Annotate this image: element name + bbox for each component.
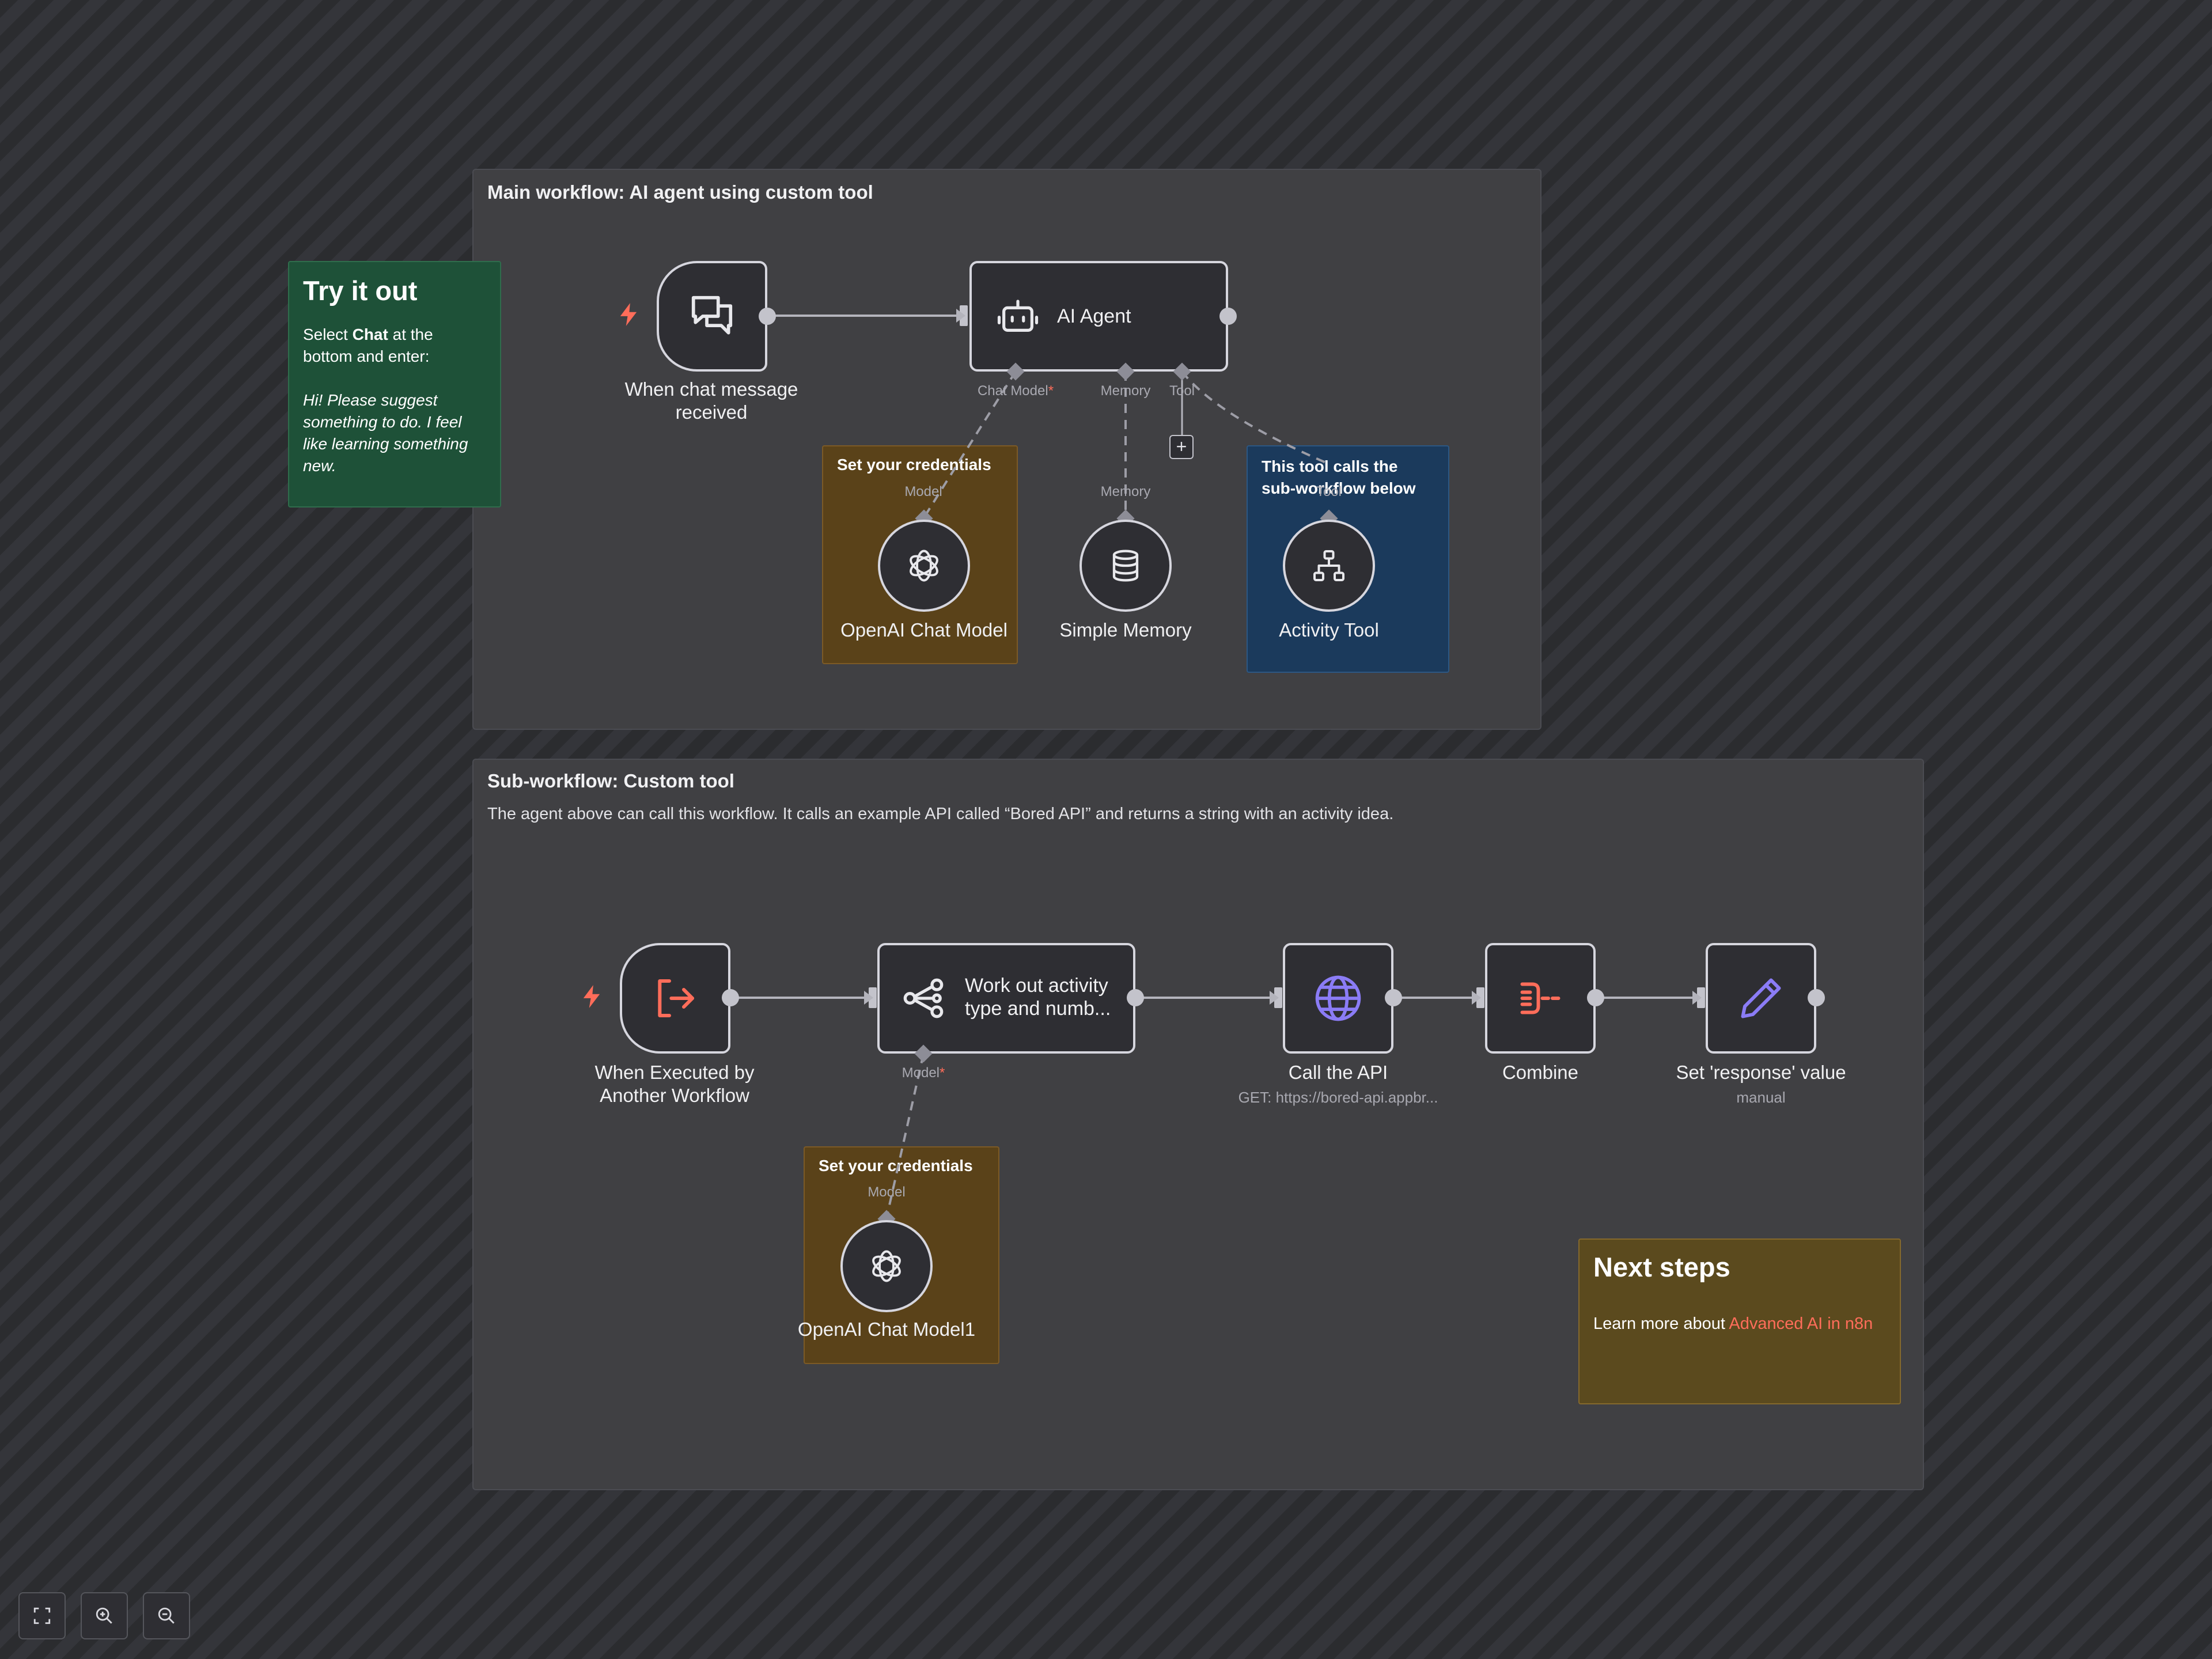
work-out-activity-node[interactable]: Work out activity type and numb... bbox=[877, 943, 1135, 1054]
note-text-prefix: Learn more about bbox=[1593, 1315, 1729, 1333]
share-nodes-icon bbox=[895, 945, 952, 1051]
pen-icon bbox=[1708, 945, 1814, 1051]
output-handle[interactable] bbox=[1385, 989, 1402, 1006]
openai-icon bbox=[843, 1222, 930, 1310]
node-subtitle: GET: https://bored-api.appbr... bbox=[1238, 1089, 1438, 1106]
node-label: Call the API bbox=[1288, 1062, 1388, 1083]
try-it-out-note[interactable]: Try it out Select Chat at the bottom and… bbox=[288, 261, 501, 507]
activity-tool-node[interactable] bbox=[1283, 520, 1375, 612]
arrow-tip bbox=[1270, 991, 1279, 1005]
chat-trigger-node[interactable] bbox=[657, 261, 767, 372]
node-label: When Executed by Another Workflow bbox=[594, 1062, 755, 1106]
port-label: Tool bbox=[1316, 484, 1342, 499]
merge-icon bbox=[1487, 945, 1593, 1051]
node-label: Activity Tool bbox=[1279, 619, 1379, 641]
note-italic-text: Hi! Please suggest something to do. I fe… bbox=[303, 391, 468, 475]
output-handle[interactable] bbox=[1587, 989, 1604, 1006]
note-title: Set your credentials bbox=[819, 1157, 973, 1175]
note-text: at the bottom and enter: bbox=[303, 325, 433, 365]
node-label: OpenAI Chat Model1 bbox=[797, 1319, 976, 1340]
fit-view-button[interactable] bbox=[18, 1592, 66, 1639]
arrow-tip bbox=[956, 309, 965, 323]
note-example-message: Hi! Please suggest something to do. I fe… bbox=[303, 389, 486, 477]
port-label: Memory bbox=[1100, 383, 1151, 399]
node-label: Work out activity type and numb... bbox=[965, 975, 1111, 1020]
note-title: Next steps bbox=[1593, 1252, 1730, 1282]
node-label: OpenAI Chat Model bbox=[840, 619, 1007, 641]
node-label: AI Agent bbox=[1057, 305, 1131, 327]
required-mark: * bbox=[1048, 383, 1054, 399]
zoom-in-button[interactable] bbox=[81, 1592, 128, 1639]
zoom-in-icon bbox=[96, 1607, 112, 1624]
trigger-bolt-icon bbox=[582, 985, 601, 1011]
output-handle[interactable] bbox=[1127, 989, 1144, 1006]
advanced-ai-link[interactable]: Advanced AI in n8n bbox=[1729, 1315, 1873, 1333]
robot-icon bbox=[989, 263, 1047, 369]
node-label: Combine bbox=[1502, 1062, 1579, 1083]
section-title: Sub-workflow: Custom tool bbox=[487, 770, 734, 791]
sitemap-icon bbox=[1285, 522, 1373, 609]
port-label: Tool bbox=[1169, 383, 1195, 399]
combine-node[interactable] bbox=[1485, 943, 1596, 1054]
zoom-out-button[interactable] bbox=[143, 1592, 190, 1639]
node-label: Simple Memory bbox=[1059, 619, 1192, 641]
chat-bubbles-icon bbox=[659, 263, 765, 369]
output-handle[interactable] bbox=[1219, 308, 1237, 325]
simple-memory-node[interactable] bbox=[1080, 520, 1172, 612]
section-title: Main workflow: AI agent using custom too… bbox=[487, 181, 873, 203]
output-handle[interactable] bbox=[1808, 989, 1825, 1006]
globe-icon bbox=[1285, 945, 1391, 1051]
port-label: Model* bbox=[889, 1065, 958, 1081]
node-subtitle: manual bbox=[1736, 1089, 1786, 1106]
sub-connections bbox=[886, 370, 1329, 1216]
openai-chat-model-node[interactable] bbox=[878, 520, 970, 612]
node-label: Set 'response' value bbox=[1676, 1062, 1846, 1083]
note-text: Select bbox=[303, 325, 353, 343]
execute-workflow-trigger-node[interactable] bbox=[620, 943, 730, 1054]
port-label: Memory bbox=[1100, 484, 1151, 499]
node-label: When chat message received bbox=[624, 378, 798, 423]
sign-in-icon bbox=[622, 945, 728, 1051]
note-title: Try it out bbox=[303, 275, 418, 306]
arrow-tip bbox=[1692, 991, 1702, 1005]
tool-note[interactable]: This tool calls the sub-workflow below bbox=[1247, 445, 1449, 673]
ai-agent-node[interactable]: AI Agent bbox=[969, 261, 1228, 372]
note-instructions: Select Chat at the bottom and enter: bbox=[303, 324, 486, 368]
output-handle[interactable] bbox=[722, 989, 739, 1006]
note-bold-text: Chat bbox=[352, 325, 388, 343]
output-handle[interactable] bbox=[759, 308, 776, 325]
port-label-text: Chat Model bbox=[977, 383, 1048, 399]
fit-view-icon bbox=[33, 1607, 51, 1624]
arrow-tip bbox=[1472, 991, 1481, 1005]
port-label-text: Model bbox=[902, 1065, 940, 1081]
trigger-bolt-icon bbox=[619, 303, 638, 329]
zoom-out-icon bbox=[158, 1607, 175, 1624]
port-label: Chat Model* bbox=[969, 383, 1062, 399]
add-tool-button[interactable]: + bbox=[1169, 435, 1194, 459]
note-text: Learn more about Advanced AI in n8n bbox=[1593, 1315, 1873, 1334]
arrow-tip bbox=[864, 991, 873, 1005]
openai-icon bbox=[880, 522, 968, 609]
database-icon bbox=[1082, 522, 1169, 609]
port-label: Model bbox=[904, 484, 942, 499]
note-title: This tool calls the sub-workflow below bbox=[1262, 457, 1416, 497]
section-description: The agent above can call this workflow. … bbox=[487, 805, 1394, 823]
note-title: Set your credentials bbox=[837, 456, 991, 474]
main-connections bbox=[730, 315, 1696, 999]
required-mark: * bbox=[940, 1065, 945, 1081]
next-steps-note[interactable]: Next steps Learn more about Advanced AI … bbox=[1578, 1238, 1901, 1404]
openai-chat-model1-node[interactable] bbox=[840, 1220, 933, 1312]
call-api-node[interactable] bbox=[1283, 943, 1393, 1054]
set-response-node[interactable] bbox=[1706, 943, 1816, 1054]
port-label: Model bbox=[868, 1184, 906, 1200]
